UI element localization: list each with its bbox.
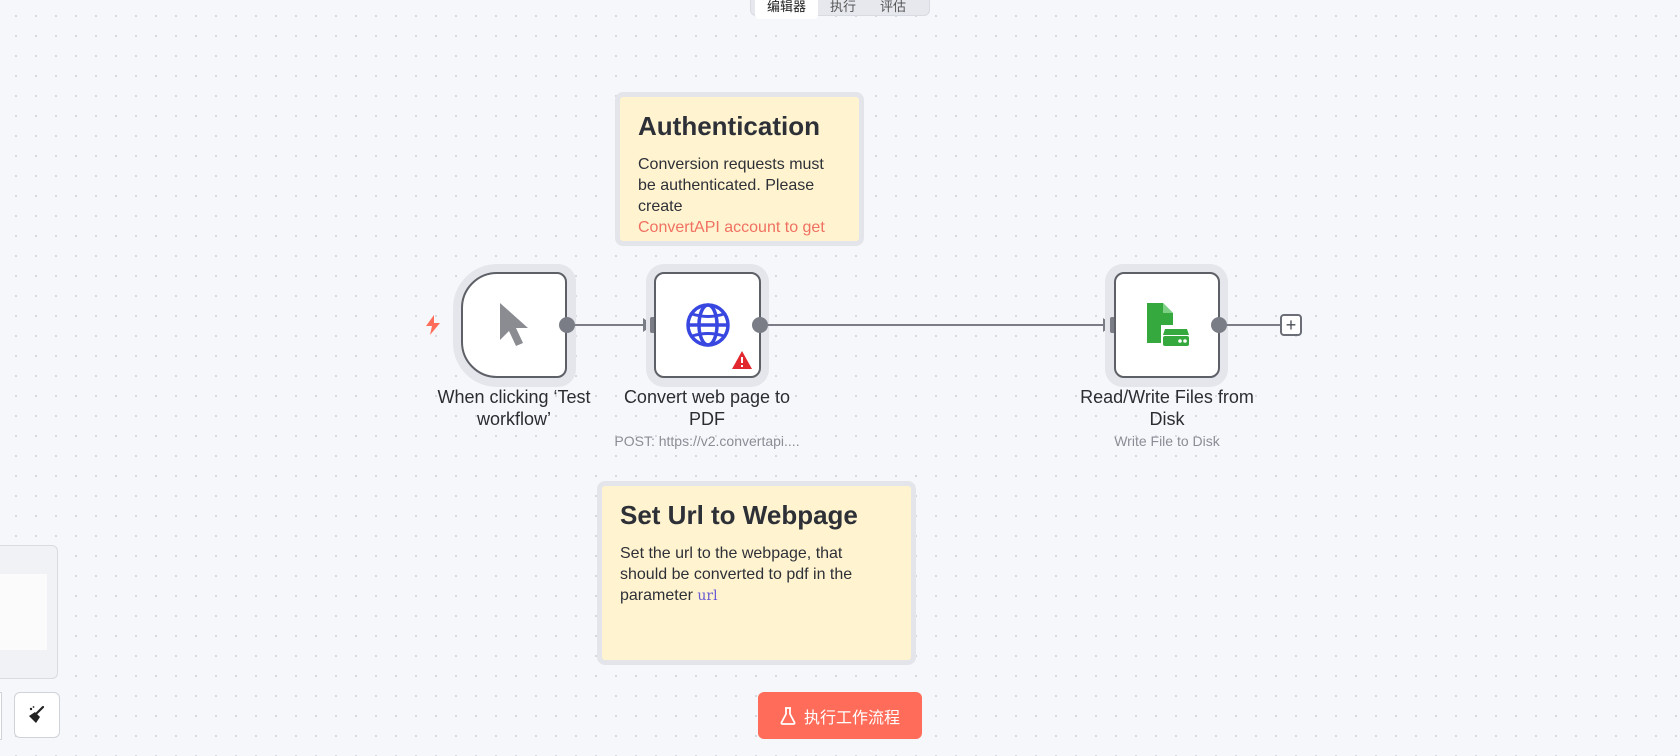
broom-icon: [29, 705, 45, 723]
tidy-up-button[interactable]: [14, 692, 60, 738]
sticky-note-set-url[interactable]: Set Url to Webpage Set the url to the we…: [597, 481, 916, 665]
side-panel-content: [0, 574, 47, 650]
node-read-write-files[interactable]: [1114, 272, 1220, 378]
connection-line: [1227, 324, 1281, 326]
warning-icon[interactable]: [731, 350, 753, 370]
node-manual-trigger[interactable]: [461, 272, 567, 378]
zoom-button-fragment[interactable]: [0, 692, 2, 740]
connection-line[interactable]: [768, 324, 1105, 326]
tab-editor[interactable]: 编辑器: [755, 0, 819, 19]
output-port[interactable]: [752, 317, 768, 333]
sticky-note-authentication[interactable]: Authentication Conversion requests must …: [615, 92, 864, 246]
node-subtitle: Write File to Disk: [1114, 433, 1220, 449]
param-code: url: [697, 588, 718, 604]
cursor-icon: [500, 303, 528, 346]
connection-line[interactable]: [575, 324, 645, 326]
tab-executions[interactable]: 执行: [830, 0, 857, 14]
tab-evaluations[interactable]: 评估: [880, 0, 907, 14]
output-port[interactable]: [1211, 317, 1227, 333]
add-node-button[interactable]: +: [1280, 314, 1302, 336]
view-tabs: 编辑器 执行 评估: [750, 0, 930, 19]
sticky-title: Authentication: [638, 111, 820, 141]
node-subtitle: POST: https://v2.convertapi....: [614, 433, 800, 449]
file-drive-icon: [1147, 303, 1189, 346]
execute-workflow-button[interactable]: 执行工作流程: [758, 692, 922, 739]
trigger-bolt-icon: [426, 315, 440, 335]
sticky-title: Set Url to Webpage: [620, 500, 858, 530]
execute-workflow-label: 执行工作流程: [803, 709, 900, 727]
globe-icon: [685, 303, 730, 347]
convertapi-link[interactable]: ConvertAPI account to get authentication…: [638, 219, 825, 241]
sticky-body: Conversion requests must be authenticate…: [638, 154, 841, 241]
flask-icon: [780, 706, 796, 725]
sticky-body: Set the url to the webpage, that should …: [620, 545, 853, 604]
output-port[interactable]: [559, 317, 575, 333]
